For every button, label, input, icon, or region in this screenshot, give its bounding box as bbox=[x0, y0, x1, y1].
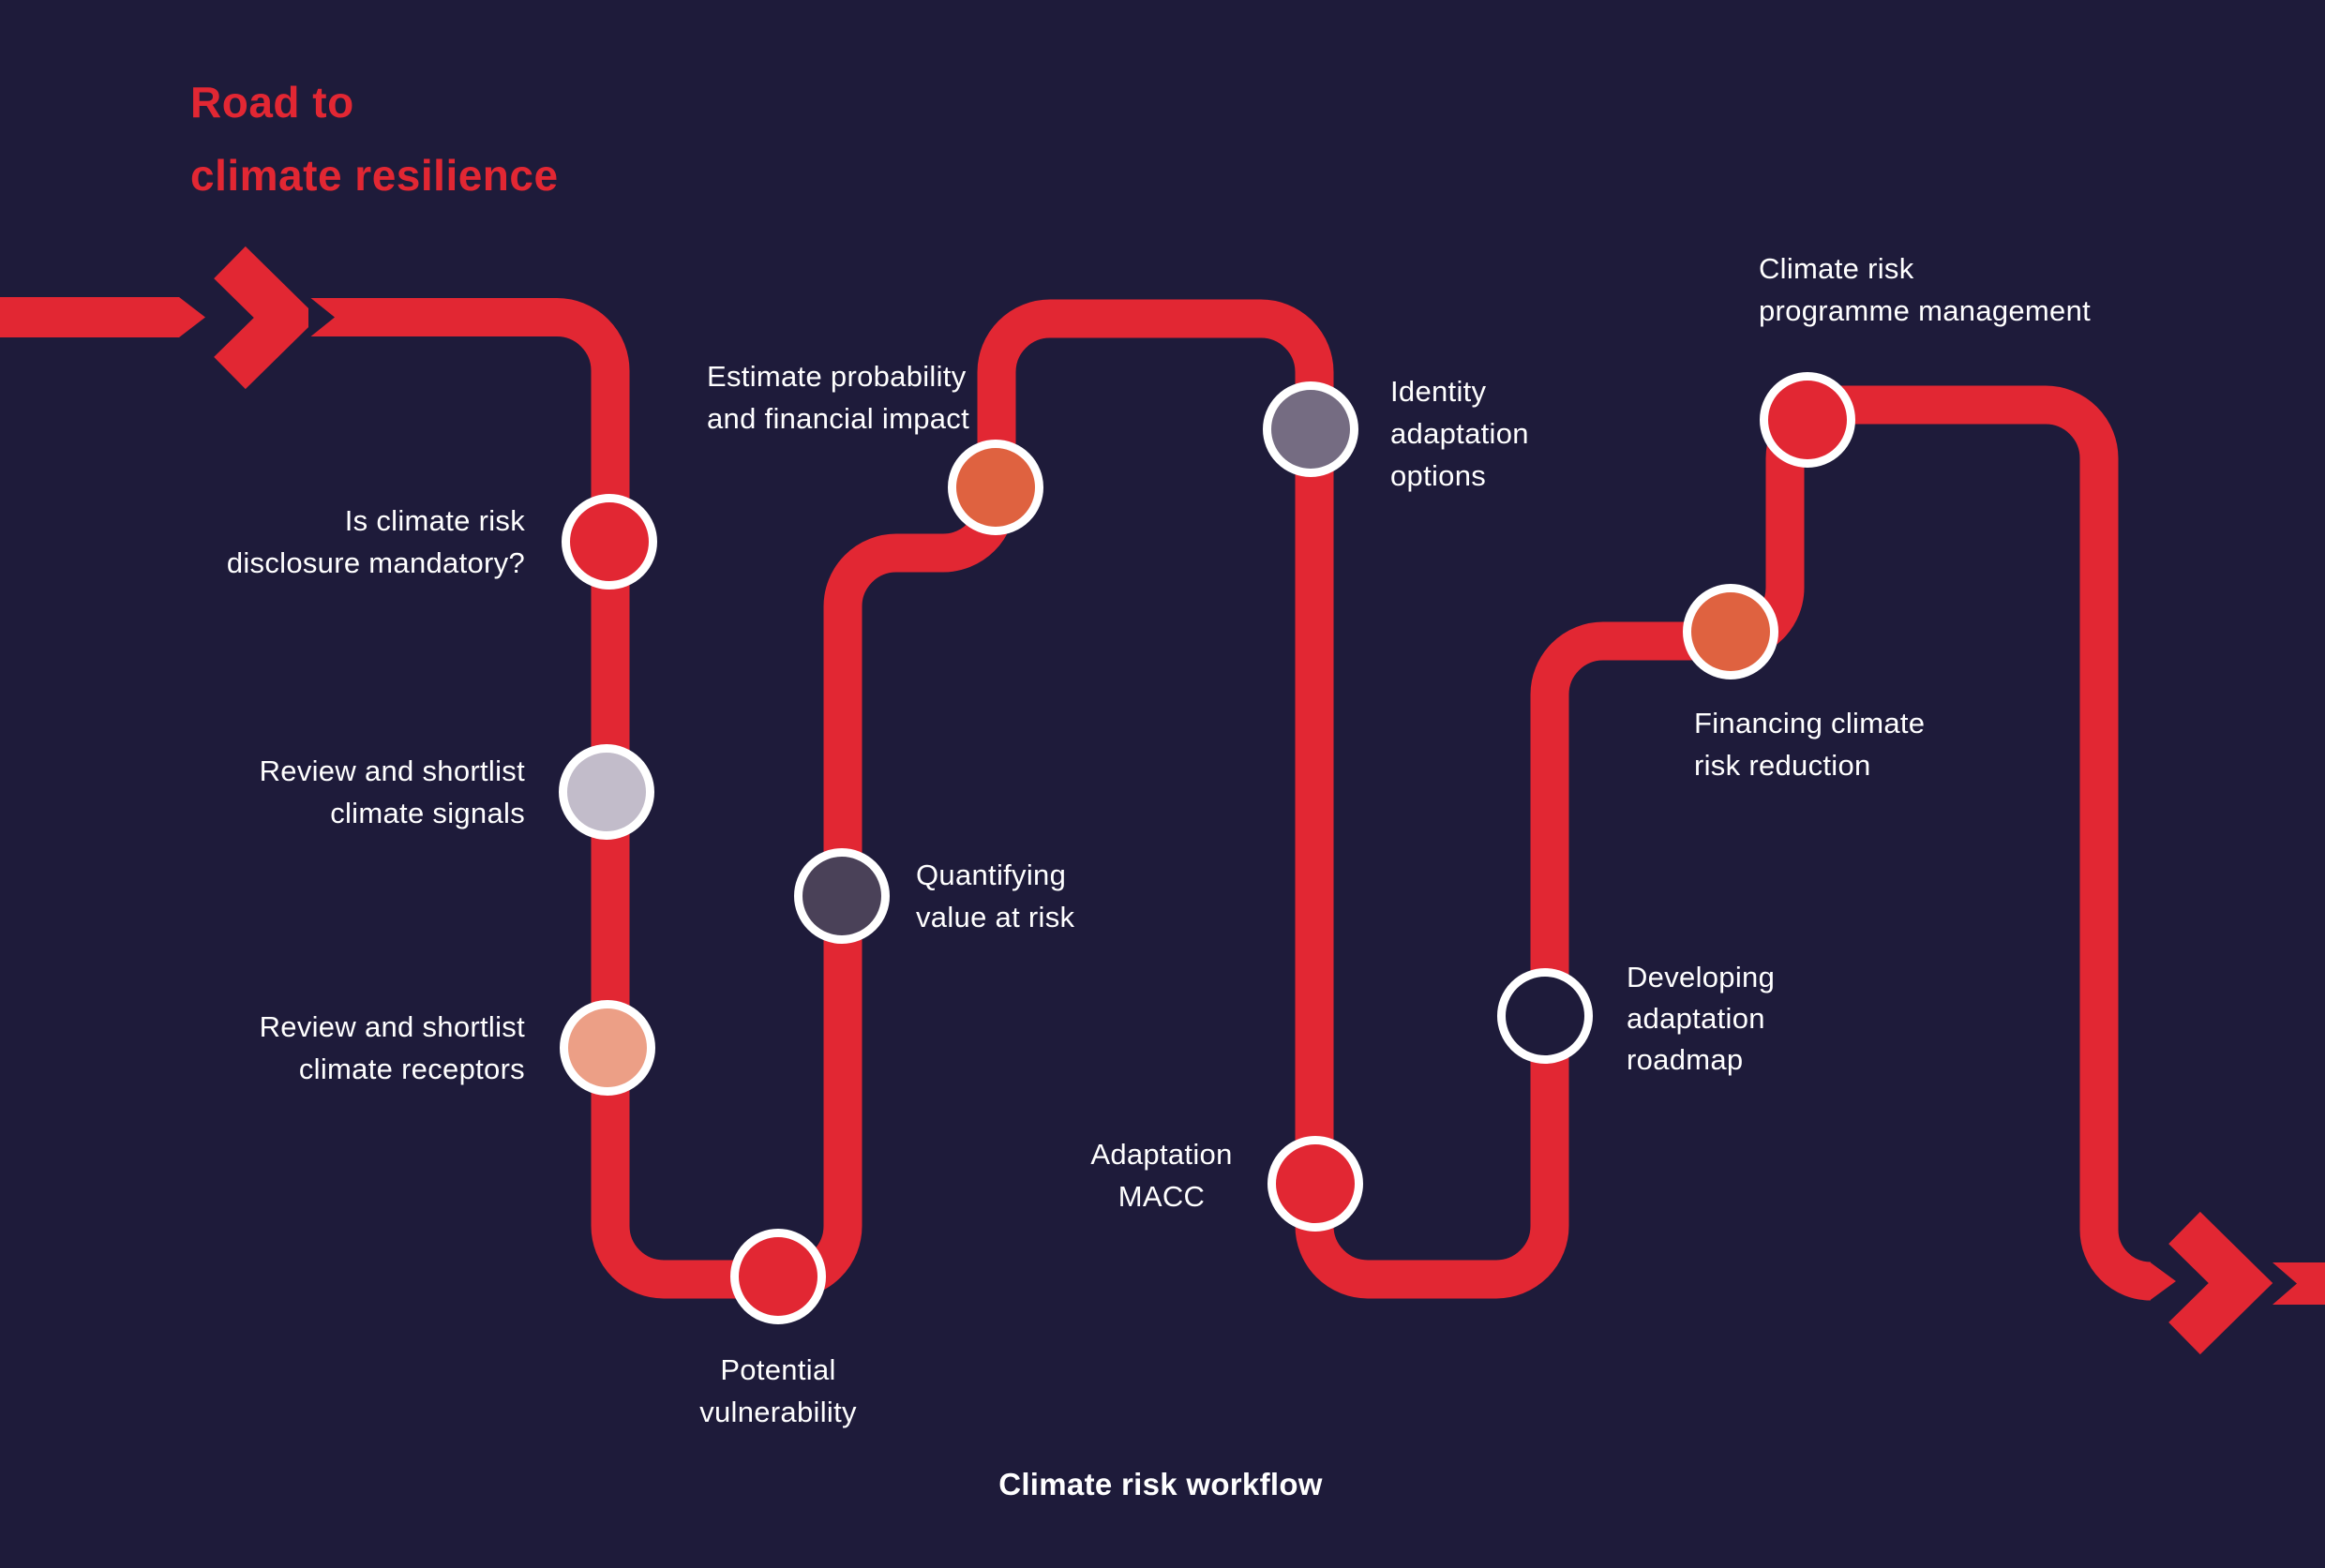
station-label-climate-risk-programme-management: Climate risk programme management bbox=[1759, 247, 2091, 332]
label-line: Review and shortlist bbox=[259, 754, 525, 787]
station-node-financing-climate-risk-reduction bbox=[1683, 584, 1778, 679]
label-line: Is climate risk bbox=[344, 504, 525, 537]
label-line: Climate risk bbox=[1759, 252, 1914, 285]
path-start-notch bbox=[308, 296, 335, 338]
station-label-potential-vulnerability: Potential vulnerability bbox=[591, 1349, 966, 1433]
label-line: adaptation bbox=[1627, 1002, 1765, 1035]
station-node-estimate-probability-financial-impact bbox=[948, 440, 1043, 535]
station-node-potential-vulnerability bbox=[730, 1229, 826, 1324]
label-line: roadmap bbox=[1627, 1043, 1744, 1076]
station-node-developing-adaptation-roadmap bbox=[1497, 968, 1593, 1064]
station-node-climate-risk-programme-management bbox=[1760, 372, 1855, 468]
station-label-quantifying-value-at-risk: Quantifying value at risk bbox=[916, 854, 1074, 938]
station-label-developing-adaptation-roadmap: Developing adaptation roadmap bbox=[1627, 957, 1775, 1081]
station-node-review-shortlist-climate-receptors bbox=[560, 1000, 655, 1096]
station-node-adaptation-macc bbox=[1268, 1136, 1363, 1232]
path-start-band bbox=[0, 297, 205, 337]
end-arrow-chevron-icon bbox=[2168, 1211, 2273, 1355]
label-line: Developing bbox=[1627, 961, 1776, 993]
label-line: climate receptors bbox=[298, 1053, 525, 1085]
station-label-review-shortlist-climate-receptors: Review and shortlist climate receptors bbox=[260, 1006, 525, 1090]
label-line: climate signals bbox=[330, 797, 525, 829]
label-line: Financing climate bbox=[1694, 707, 1926, 739]
station-node-quantifying-value-at-risk bbox=[794, 848, 890, 944]
label-line: options bbox=[1390, 459, 1487, 492]
path-end-tip bbox=[2150, 1262, 2176, 1301]
label-line: Estimate probability bbox=[707, 360, 967, 393]
label-line: Review and shortlist bbox=[259, 1010, 525, 1043]
station-label-adaptation-macc: Adaptation MACC bbox=[974, 1133, 1349, 1217]
label-line: and financial impact bbox=[707, 402, 969, 435]
page-title: Road to climate resilience bbox=[190, 66, 559, 212]
start-arrow-chevron-icon bbox=[214, 246, 319, 390]
station-node-identity-adaptation-options bbox=[1263, 381, 1358, 477]
label-line: value at risk bbox=[916, 901, 1075, 933]
station-label-review-shortlist-climate-signals: Review and shortlist climate signals bbox=[260, 750, 525, 834]
station-label-is-climate-risk-disclosure-mandatory: Is climate risk disclosure mandatory? bbox=[227, 500, 525, 584]
label-line: MACC bbox=[1118, 1180, 1206, 1213]
station-node-is-climate-risk-disclosure-mandatory bbox=[562, 494, 657, 590]
label-line: risk reduction bbox=[1694, 749, 1871, 782]
label-line: vulnerability bbox=[699, 1396, 857, 1428]
label-line: Potential bbox=[720, 1353, 836, 1386]
page-title-line-1: Road to bbox=[190, 78, 354, 127]
label-line: Identity bbox=[1390, 375, 1487, 408]
station-node-review-shortlist-climate-signals bbox=[559, 744, 654, 840]
label-line: disclosure mandatory? bbox=[226, 546, 525, 579]
path-end-band bbox=[2272, 1262, 2325, 1305]
diagram-caption: Climate risk workflow bbox=[998, 1467, 1323, 1501]
station-label-identity-adaptation-options: Identity adaptation options bbox=[1390, 370, 1529, 497]
label-line: Adaptation bbox=[1090, 1138, 1233, 1171]
label-line: adaptation bbox=[1390, 417, 1529, 450]
page-title-line-2: climate resilience bbox=[190, 151, 559, 200]
station-label-financing-climate-risk-reduction: Financing climate risk reduction bbox=[1694, 702, 1925, 786]
label-line: Quantifying bbox=[916, 859, 1067, 891]
station-label-estimate-probability-financial-impact: Estimate probability and financial impac… bbox=[707, 355, 969, 440]
label-line: programme management bbox=[1759, 294, 2092, 327]
